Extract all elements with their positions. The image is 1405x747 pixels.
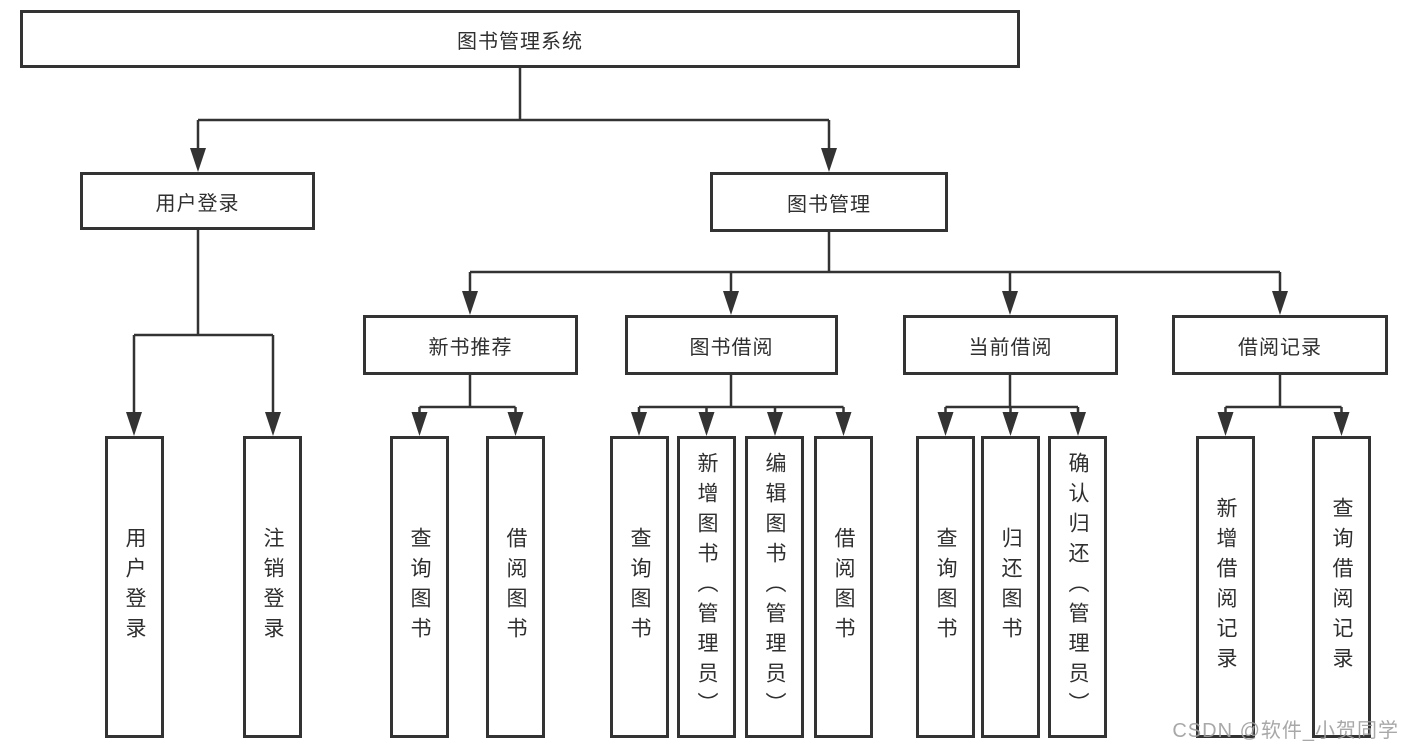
node-book-management: 图书管理 — [710, 172, 948, 232]
node-user-login: 用户登录 — [80, 172, 315, 230]
node-label: 借阅记录 — [1238, 336, 1322, 359]
leaf-query-books-borrow: 查询图书 — [610, 436, 669, 738]
leaf-label: 新增借阅记录 — [1214, 497, 1237, 677]
node-root-system: 图书管理系统 — [20, 10, 1020, 68]
leaf-add-books-admin: 新增图书（管理员） — [677, 436, 736, 738]
leaf-add-borrow-record: 新增借阅记录 — [1196, 436, 1255, 738]
leaf-label: 查询借阅记录 — [1330, 497, 1353, 677]
leaf-logout: 注销登录 — [243, 436, 302, 738]
leaf-borrow-books-recommend: 借阅图书 — [486, 436, 545, 738]
leaf-query-borrow-record: 查询借阅记录 — [1312, 436, 1371, 738]
node-label: 用户登录 — [155, 192, 240, 215]
connector-root-to-level2 — [196, 68, 831, 150]
node-book-borrowing: 图书借阅 — [625, 315, 838, 375]
connector-currentborrow-to-leaves — [944, 375, 1080, 414]
leaf-label: 查询图书 — [408, 527, 431, 647]
node-label: 图书借阅 — [689, 336, 774, 359]
leaf-confirm-return-admin: 确认归还（管理员） — [1048, 436, 1107, 738]
node-label: 图书管理 — [787, 193, 871, 216]
leaf-label: 确认归还（管理员） — [1066, 452, 1089, 722]
node-borrowing-records: 借阅记录 — [1172, 315, 1388, 375]
leaf-user-login: 用户登录 — [105, 436, 164, 738]
leaf-label: 查询图书 — [628, 527, 651, 647]
node-label: 当前借阅 — [968, 336, 1053, 359]
node-label: 新书推荐 — [428, 336, 513, 359]
leaf-label: 新增图书（管理员） — [695, 452, 718, 722]
leaf-label: 查询图书 — [934, 527, 957, 647]
leaf-label: 用户登录 — [123, 527, 146, 647]
connector-bookmgmt-to-level3 — [468, 232, 1282, 293]
connector-borrowrecords-to-leaves — [1224, 375, 1343, 414]
leaf-label: 编辑图书（管理员） — [763, 452, 786, 722]
connector-bookborrow-to-leaves — [637, 375, 845, 414]
leaf-label: 注销登录 — [261, 527, 284, 647]
connector-newbookrec-to-leaves — [418, 375, 517, 414]
leaf-query-books-current: 查询图书 — [916, 436, 975, 738]
leaf-edit-books-admin: 编辑图书（管理员） — [745, 436, 804, 738]
node-current-borrowing: 当前借阅 — [903, 315, 1118, 375]
connector-userlogin-to-leaves — [132, 230, 275, 414]
leaf-label: 借阅图书 — [504, 527, 527, 647]
node-label: 图书管理系统 — [457, 30, 583, 53]
leaf-borrow-books: 借阅图书 — [814, 436, 873, 738]
leaf-return-books: 归还图书 — [981, 436, 1040, 738]
leaf-query-books-recommend: 查询图书 — [390, 436, 449, 738]
leaf-label: 借阅图书 — [832, 527, 855, 647]
node-new-book-recommend: 新书推荐 — [363, 315, 578, 375]
leaf-label: 归还图书 — [999, 527, 1022, 647]
